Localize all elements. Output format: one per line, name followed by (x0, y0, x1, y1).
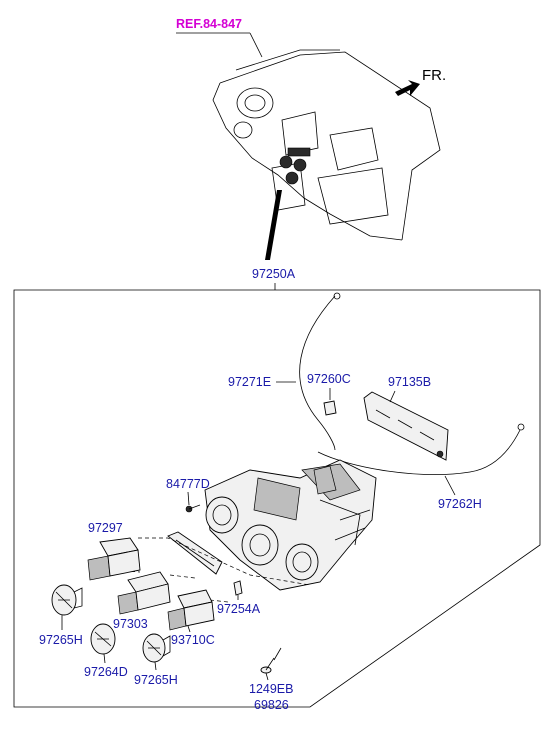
cable-97271e: 97271E (228, 292, 341, 451)
panel-body (363, 391, 449, 461)
knob-right-label[interactable]: 97265H (134, 673, 178, 687)
heater-control-housing (204, 459, 377, 591)
assembly-guide-93710c (209, 599, 229, 603)
knob-right-leader (154, 661, 157, 671)
bulb-body (233, 580, 243, 596)
cluster-knob-1 (279, 155, 293, 169)
bulb-label[interactable]: 97254A (217, 602, 261, 616)
bolt-center-line (273, 647, 282, 661)
panel-slots (375, 409, 435, 441)
cable-h-label[interactable]: 97262H (438, 497, 482, 511)
bolt-shank (265, 657, 275, 671)
reference-pointer (265, 190, 282, 260)
assembly-guide-97303 (169, 574, 196, 579)
clip-97260c: 97260C (307, 372, 351, 416)
knob-center-leader (103, 653, 106, 664)
panel-label[interactable]: 97135B (388, 375, 431, 389)
housing-ribs (334, 509, 371, 541)
bolt-label-2[interactable]: 69826 (254, 698, 289, 712)
glove-box-upper (329, 127, 379, 171)
assembly-label[interactable]: 97250A (252, 267, 296, 281)
dashboard-lower-edge (212, 82, 403, 241)
bolt-leader (265, 672, 269, 681)
panel-screw (436, 450, 444, 458)
knob-right: 97265H (134, 633, 178, 687)
switch-93710c-leader (187, 625, 191, 633)
clip-body (323, 400, 337, 416)
housing-top-block (253, 477, 301, 521)
cable-h-leader (444, 475, 456, 496)
bulb-97254a: 97254A (217, 580, 261, 616)
knob-left: 97265H (39, 584, 83, 647)
switch-97297-side (107, 549, 141, 577)
cable-97262h: 97262H (317, 423, 525, 511)
housing-socket-right-inner (292, 551, 312, 573)
cluster-panel (287, 147, 311, 157)
housing-socket-center-inner (249, 533, 271, 557)
assembly-frame (13, 289, 541, 708)
glove-box (317, 167, 389, 225)
reference-dashboard: REF.84-847 FR. (176, 17, 446, 260)
cable-h-end-loop (517, 423, 525, 431)
front-direction-label: FR. (422, 67, 446, 84)
knob-right-shaft (162, 635, 171, 657)
cable-h-line (317, 429, 521, 475)
reference-label[interactable]: REF.84-847 (176, 17, 242, 31)
switch-bezel (167, 531, 223, 575)
switch-97303-label[interactable]: 97303 (113, 617, 148, 631)
reference-leader (249, 32, 263, 58)
knob-left-shaft (73, 587, 83, 609)
switch-97297-label[interactable]: 97297 (88, 521, 123, 535)
knob-left-label[interactable]: 97265H (39, 633, 83, 647)
knob-center: 97264D (84, 623, 128, 679)
screw-84777d: 84777D (166, 477, 210, 513)
assembly-guide-upper (138, 537, 311, 586)
housing-cable-lever (313, 465, 337, 495)
panel-leader (389, 390, 396, 403)
housing-socket-left (205, 496, 239, 534)
knob-center-label[interactable]: 97264D (84, 665, 128, 679)
switch-97303-side (135, 583, 171, 611)
front-arrow-icon (395, 80, 420, 96)
knob-right-grip (146, 640, 162, 656)
cluster-knob-3 (285, 171, 299, 185)
housing-bracket (319, 499, 361, 546)
knob-center-grip (94, 631, 112, 647)
switch-97303-face (117, 591, 139, 615)
cable-e-label[interactable]: 97271E (228, 375, 271, 389)
center-display (281, 111, 319, 156)
screw-label[interactable]: 84777D (166, 477, 210, 491)
screw-shank (188, 504, 201, 510)
instrument-gauge (244, 94, 266, 112)
clip-label[interactable]: 97260C (307, 372, 351, 386)
switch-97297-face (87, 555, 111, 581)
housing-socket-left-inner (212, 504, 232, 526)
screw-leader (187, 491, 190, 506)
bolt-label-1[interactable]: 1249EB (249, 682, 293, 696)
switch-93710c: 93710C (167, 589, 215, 647)
cable-e-end-loop (333, 292, 341, 300)
instrument-cluster (236, 87, 274, 119)
housing-socket-right (285, 543, 319, 581)
cluster-knob-2 (293, 158, 307, 172)
dashboard-cowl (235, 49, 340, 71)
switch-97297: 97297 (87, 521, 141, 581)
switch-93710c-face (167, 607, 187, 631)
knob-left-grip (55, 591, 73, 609)
steering-hub (233, 121, 253, 139)
switch-93710c-label[interactable]: 93710C (171, 633, 215, 647)
switch-93710c-side (183, 601, 215, 627)
panel-97135b: 97135B (363, 375, 449, 461)
switch-97303: 97303 (113, 571, 171, 631)
bolt-1249eb: 1249EB 69826 (249, 647, 293, 712)
dashboard-top-edge (219, 51, 441, 241)
cable-e-line (299, 295, 336, 451)
housing-socket-center (241, 524, 279, 566)
